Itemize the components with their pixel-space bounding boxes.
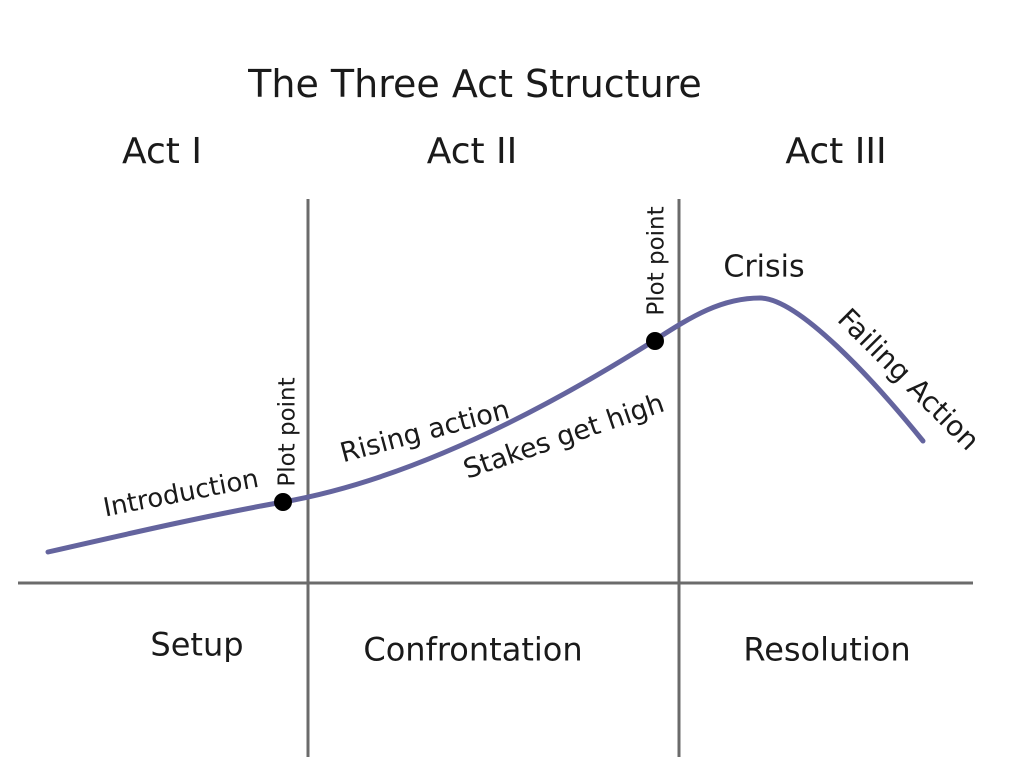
diagram-title: The Three Act Structure — [248, 62, 702, 107]
plot-point-marker-2 — [646, 332, 664, 350]
section-confrontation-label: Confrontation — [363, 630, 583, 669]
plot-point-marker-1 — [274, 493, 292, 511]
crisis-label: Crisis — [723, 249, 805, 285]
act-2-label: Act II — [426, 131, 518, 173]
plot-point-2-label: Plot point — [643, 206, 670, 316]
act-3-label: Act III — [785, 131, 887, 173]
section-resolution-label: Resolution — [743, 630, 911, 669]
plot-point-1-label: Plot point — [274, 377, 301, 487]
act-1-label: Act I — [122, 131, 202, 173]
story-arc-curve — [45, 295, 926, 555]
section-setup-label: Setup — [150, 625, 244, 664]
